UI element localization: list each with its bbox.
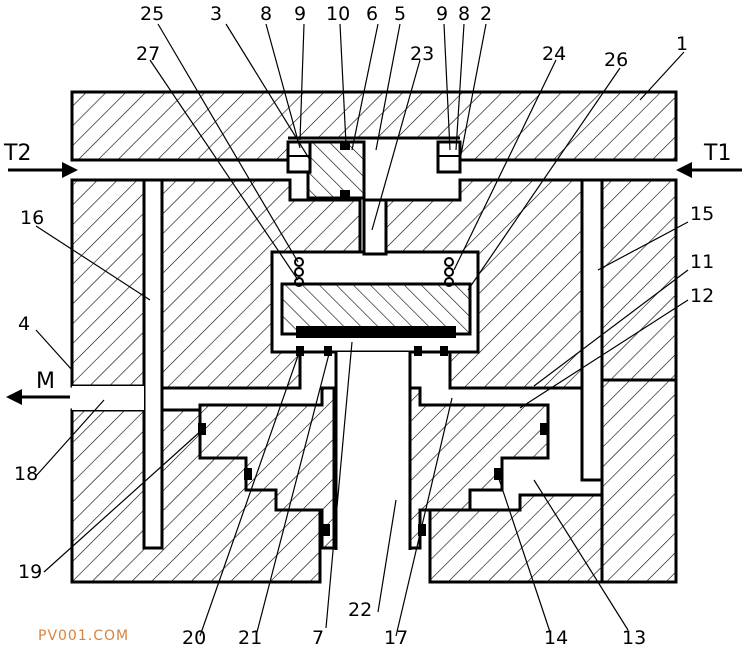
piston [280, 282, 472, 336]
left-sleeve [198, 386, 336, 550]
label-5: 5 [394, 3, 406, 25]
label-9b: 9 [436, 3, 448, 25]
label-14: 14 [544, 627, 568, 649]
stem-channel [362, 198, 388, 256]
label-1: 1 [676, 33, 688, 55]
label-9: 9 [294, 3, 306, 25]
arrow-t1 [676, 162, 742, 178]
center-bore [336, 352, 410, 582]
label-19: 19 [18, 561, 42, 583]
watermark: PV001.COM [38, 628, 129, 644]
leader-lines [35, 23, 689, 637]
label-2: 2 [480, 3, 492, 25]
valve-spool [306, 140, 366, 200]
diaphragm [296, 326, 456, 338]
arrow-m [6, 389, 70, 405]
label-3: 3 [210, 3, 222, 25]
seal-top [340, 142, 350, 150]
port-label-m: M [36, 369, 55, 394]
label-15: 15 [690, 203, 714, 225]
label-10: 10 [326, 3, 350, 25]
right-passage [580, 178, 604, 482]
label-8b: 8 [458, 3, 470, 25]
label-12: 12 [690, 285, 714, 307]
label-25: 25 [140, 3, 164, 25]
left-upper-block [70, 178, 146, 388]
label-18: 18 [14, 463, 38, 485]
label-8: 8 [260, 3, 272, 25]
right-lower-block [600, 378, 678, 584]
arrow-t2 [8, 162, 78, 178]
port-label-t2: T2 [3, 141, 31, 166]
label-24: 24 [542, 43, 566, 65]
left-passage [142, 178, 164, 550]
part-labels: 25 3 8 9 10 6 5 9 8 2 1 27 23 24 26 16 1… [14, 3, 714, 649]
spring-right [444, 257, 454, 287]
label-4: 4 [18, 313, 30, 335]
label-26: 26 [604, 49, 628, 71]
label-20: 20 [182, 627, 206, 649]
port-label-t1: T1 [703, 141, 731, 166]
right-upper-block [600, 178, 678, 402]
label-7: 7 [312, 627, 324, 649]
label-27: 27 [136, 43, 160, 65]
label-21: 21 [238, 627, 262, 649]
spring-left [294, 257, 304, 287]
label-6: 6 [366, 3, 378, 25]
label-11: 11 [690, 251, 714, 273]
label-16: 16 [20, 207, 44, 229]
label-17: 17 [384, 627, 408, 649]
seal-bottom [340, 190, 350, 198]
label-13: 13 [622, 627, 646, 649]
label-23: 23 [410, 43, 434, 65]
label-22: 22 [348, 599, 372, 621]
right-base-block [428, 493, 604, 584]
